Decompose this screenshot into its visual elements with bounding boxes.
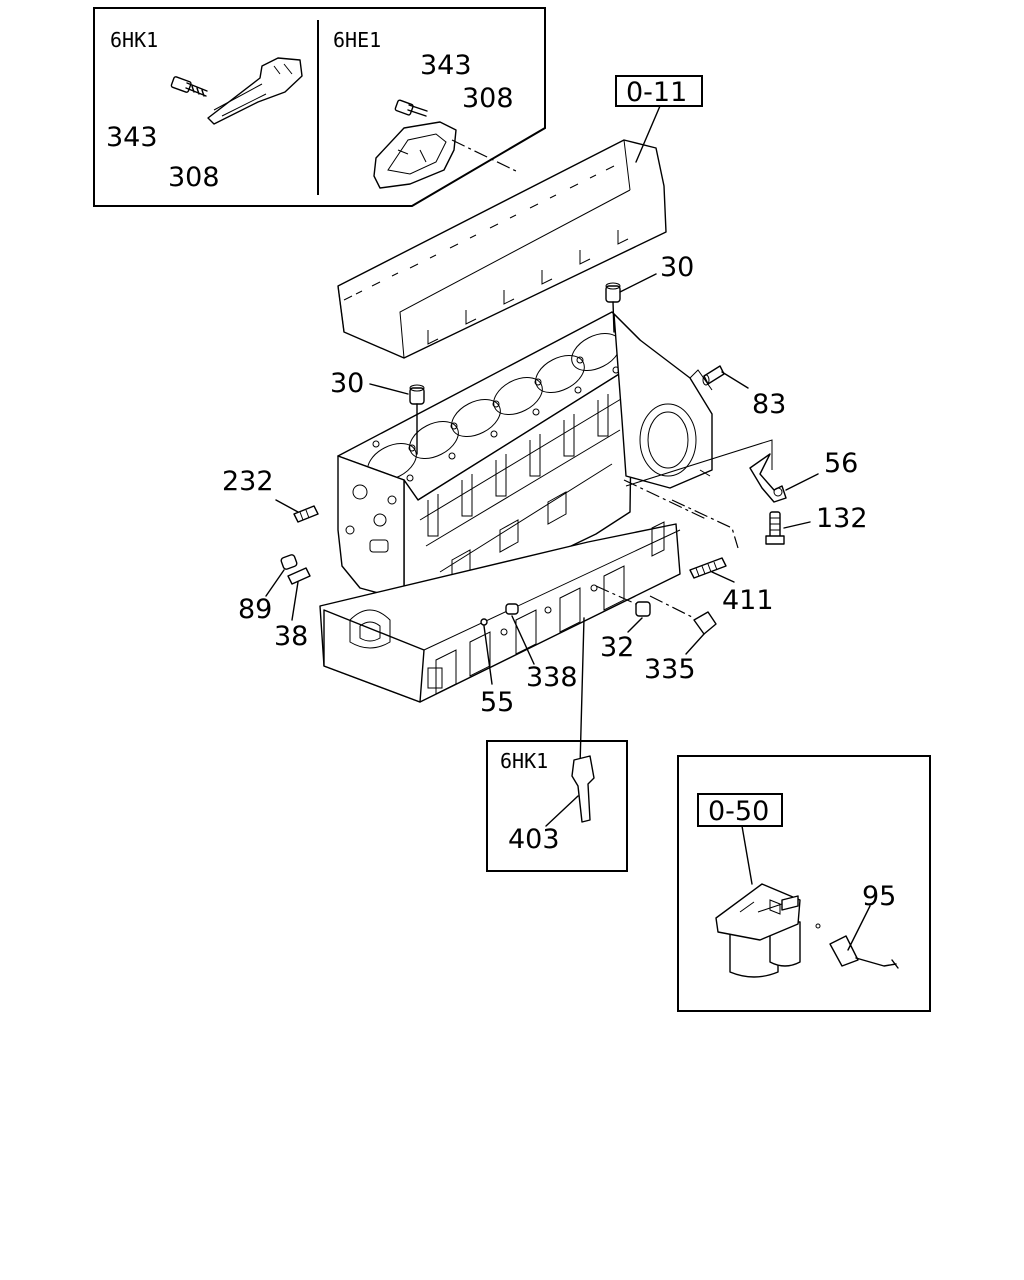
top-inset: 6HK1 6HE1 (93, 7, 546, 207)
variant-tag-6he1: 6HE1 (333, 28, 381, 52)
label-30-left: 30 (330, 368, 364, 399)
label-83: 83 (752, 389, 786, 420)
leader-403 (579, 617, 585, 767)
ref-0-50: 0-50 (708, 796, 769, 827)
bolt-343-6hk1 (170, 76, 208, 97)
variant-tag-6hk1-bottom: 6HK1 (500, 749, 548, 773)
label-308-6hk1: 308 (168, 162, 220, 193)
dowel-30-right (605, 273, 657, 333)
dowel-30-left (369, 383, 425, 455)
stud-411 (689, 557, 735, 583)
label-95: 95 (862, 881, 896, 912)
leader-rear-block (623, 479, 739, 549)
label-89: 89 (238, 594, 272, 625)
bolt-343-6he1 (394, 99, 428, 117)
leader-0-11 (635, 105, 661, 163)
cylinder-block (337, 311, 773, 613)
plate-308-6he1 (373, 121, 457, 189)
pin-83 (702, 365, 749, 389)
label-232: 232 (222, 466, 274, 497)
bracket-403 (571, 755, 595, 823)
callout-labels: 343 308 343 308 30 30 83 56 132 232 89 3… (106, 50, 896, 912)
fuel-filter-inset: 0-50 (677, 755, 931, 1012)
sensor-95 (829, 905, 899, 969)
stud-232 (275, 499, 319, 523)
plate-308-6hk1 (207, 57, 303, 125)
label-308-6he1: 308 (462, 83, 514, 114)
variant-tag-6hk1-top: 6HK1 (110, 28, 158, 52)
pin-38 (287, 567, 311, 621)
bolt-132 (765, 511, 811, 545)
label-32: 32 (600, 632, 634, 663)
fuel-filter (715, 883, 821, 978)
label-56: 56 (824, 448, 858, 479)
bolt-335 (649, 595, 717, 655)
label-335: 335 (644, 654, 696, 685)
bracket-56 (749, 453, 819, 503)
label-132: 132 (816, 503, 868, 534)
label-55: 55 (480, 687, 514, 718)
ref-0-11: 0-11 (626, 77, 687, 108)
fuel-inset-frame (677, 755, 931, 1012)
label-338: 338 (526, 662, 578, 693)
bottom-inset-frame (486, 740, 628, 872)
plug-89 (265, 554, 298, 597)
label-38: 38 (274, 621, 308, 652)
crankcase (319, 521, 681, 703)
cylinder-head-outline: 0-11 (337, 75, 703, 359)
plug-338 (505, 603, 535, 665)
ref-box-0-50 (697, 793, 783, 827)
label-343-6he1: 343 (420, 50, 472, 81)
cylinder-bores (367, 332, 621, 482)
bottom-inset-6hk1: 6HK1 (486, 740, 628, 872)
plug-32 (595, 585, 651, 633)
top-inset-frame (93, 7, 546, 207)
label-30-right: 30 (660, 252, 694, 283)
label-403: 403 (508, 824, 560, 855)
oil-jet-55 (480, 618, 493, 685)
leader-plate-6he1 (451, 139, 519, 173)
ref-box-0-11 (615, 75, 703, 107)
label-343-6hk1: 343 (106, 122, 158, 153)
label-411: 411 (722, 585, 774, 616)
